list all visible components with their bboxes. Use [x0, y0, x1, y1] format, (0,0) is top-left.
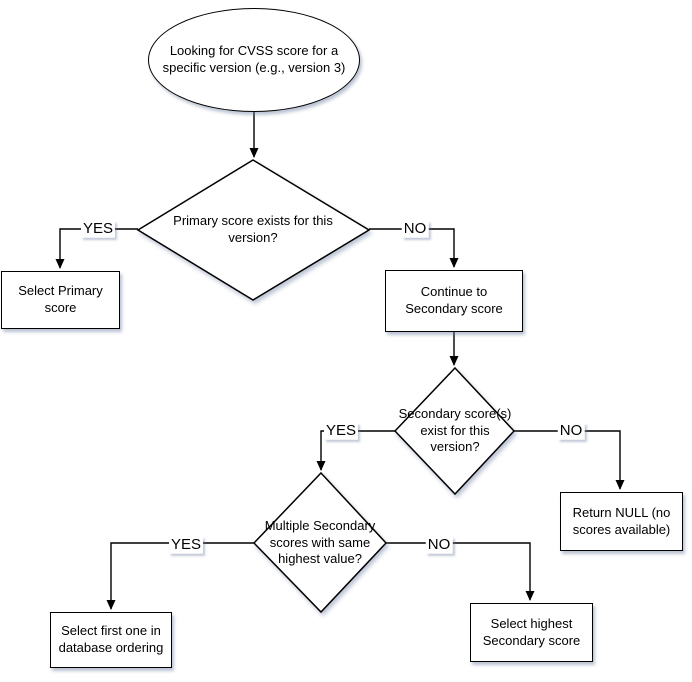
- edge-secondary-yes: [316, 430, 395, 471]
- process-continue-secondary: Continue to Secondary score: [385, 270, 523, 332]
- start-node-label: Looking for CVSS score for a specific ve…: [162, 43, 346, 75]
- process-continue-secondary-label: Continue to Secondary score: [405, 284, 503, 316]
- edge-secondary-no: [514, 430, 625, 490]
- decision-multiple-secondary-shape: [252, 471, 388, 614]
- process-select-highest: Select highest Secondary score: [470, 603, 593, 662]
- edge-multiple-yes: [106, 542, 254, 610]
- process-return-null-label: Return NULL (no scores available): [572, 504, 671, 537]
- edge-label-multiple-yes: YES: [168, 535, 204, 554]
- process-select-first: Select first one in database ordering: [50, 612, 172, 668]
- edge-primary-no: [369, 228, 459, 268]
- process-select-primary: Select Primary score: [1, 271, 120, 329]
- process-return-null: Return NULL (no scores available): [560, 492, 683, 551]
- edge-multiple-no: [386, 542, 535, 601]
- edge-label-primary-no: NO: [401, 219, 429, 238]
- decision-primary-exists-shape: [136, 159, 371, 301]
- edge-label-secondary-no: NO: [557, 421, 585, 440]
- edge-label-multiple-no: NO: [425, 535, 453, 554]
- process-select-primary-label: Select Primary score: [18, 283, 103, 315]
- edge-label-primary-yes: YES: [80, 219, 116, 238]
- edge-label-secondary-yes: YES: [323, 421, 359, 440]
- process-select-first-label: Select first one in database ordering: [58, 623, 164, 655]
- decision-secondary-exists-shape: [393, 366, 516, 496]
- process-select-highest-label: Select highest Secondary score: [482, 615, 581, 648]
- start-node: Looking for CVSS score for a specific ve…: [148, 8, 360, 112]
